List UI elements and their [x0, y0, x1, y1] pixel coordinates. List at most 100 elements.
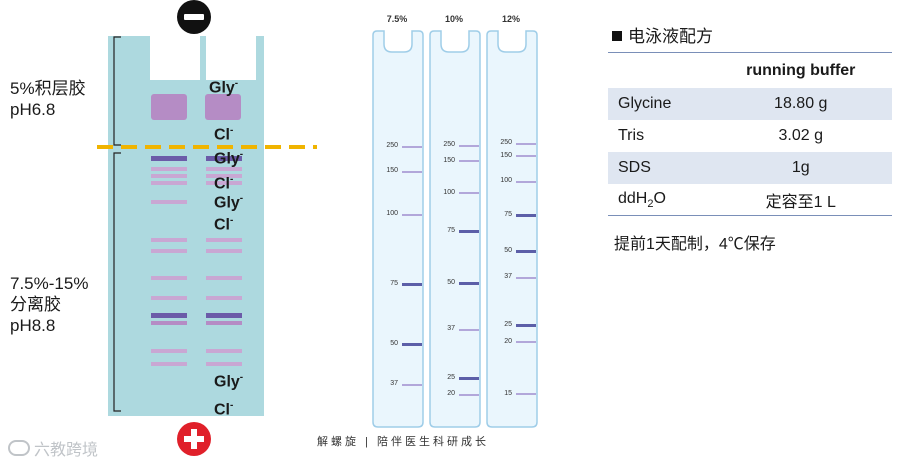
watermark: 六教跨境	[8, 436, 98, 460]
mw-label: 75	[390, 280, 398, 287]
marker-band	[516, 143, 536, 145]
gel-band	[151, 362, 187, 366]
table-row: Tris 3.02 g	[608, 120, 892, 152]
mw-label: 20	[504, 338, 512, 345]
mw-label: 100	[500, 177, 512, 184]
marker-band	[402, 214, 422, 216]
mw-label: 250	[500, 139, 512, 146]
gel-band	[206, 313, 242, 318]
chloride-ion-label: Cl-	[214, 174, 234, 193]
footer-slogan: 解螺旋 | 陪伴医生科研成长	[317, 436, 489, 448]
marker-band	[459, 282, 479, 285]
reagent-name: Tris	[618, 127, 645, 144]
marker-lane-tube	[429, 30, 481, 428]
chat-bubble-icon	[8, 440, 30, 456]
gel-band	[206, 349, 242, 353]
table-bottom-rule	[608, 215, 892, 216]
table-row: ddH2O 定容至1 L	[608, 184, 892, 216]
glycine-ion-label: Gly-	[209, 78, 239, 97]
gel-band	[151, 181, 187, 185]
gel-band	[151, 167, 187, 171]
marker-band	[402, 171, 422, 173]
marker-band	[516, 250, 536, 253]
mw-label: 37	[447, 325, 455, 332]
stacking-gel-bracket	[113, 36, 121, 146]
gel-band	[151, 296, 187, 300]
marker-band	[459, 160, 479, 162]
marker-band	[402, 283, 422, 286]
mw-label: 50	[390, 340, 398, 347]
reagent-amount: 3.02 g	[778, 127, 823, 144]
reagent-amount: 18.80 g	[709, 88, 892, 120]
mw-label: 37	[504, 273, 512, 280]
mw-label: 25	[504, 321, 512, 328]
gel-band	[151, 321, 187, 325]
stacking-sample-band	[205, 94, 241, 120]
glycine-ion-label: Gly-	[214, 193, 244, 212]
mw-label: 50	[504, 247, 512, 254]
marker-band	[402, 384, 422, 386]
marker-band	[459, 329, 479, 331]
marker-band	[459, 394, 479, 396]
mw-label: 37	[390, 380, 398, 387]
gel-band	[151, 249, 187, 253]
mw-label: 250	[443, 141, 455, 148]
storage-note: 提前1天配制，4℃保存	[614, 236, 776, 253]
mw-label: 150	[386, 167, 398, 174]
marker-lane-tube	[372, 30, 424, 428]
table-row: SDS 1g	[608, 152, 892, 184]
mw-label: 250	[386, 142, 398, 149]
table-header-row: running buffer	[608, 54, 892, 88]
gel-band	[151, 174, 187, 178]
recipe-table: running buffer Glycine 18.80 g Tris 3.02…	[608, 54, 892, 216]
gel-band	[206, 276, 242, 280]
gel-band	[151, 200, 187, 204]
mw-label: 20	[447, 390, 455, 397]
stacking-sample-band	[151, 94, 187, 120]
glycine-ion-label: Gly-	[214, 372, 244, 391]
gel-band	[151, 349, 187, 353]
column-header: running buffer	[746, 62, 856, 79]
marker-band	[402, 343, 422, 346]
gel-band	[206, 296, 242, 300]
marker-band	[402, 146, 422, 148]
mw-label: 100	[443, 189, 455, 196]
anode-plus-icon	[177, 422, 211, 456]
gel-band	[206, 167, 242, 171]
marker-band	[459, 145, 479, 147]
table-top-rule	[608, 52, 892, 53]
marker-band	[516, 181, 536, 183]
marker-lane-tube	[486, 30, 538, 428]
marker-band	[516, 341, 536, 343]
gel-band	[151, 276, 187, 280]
lane-percent-label: 7.5%	[386, 14, 408, 24]
recipe-title: 电泳液配方	[612, 22, 713, 47]
chloride-ion-label: Cl-	[214, 125, 234, 144]
gel-band	[206, 238, 242, 242]
lane-percent-label: 12%	[501, 14, 520, 24]
marker-band	[516, 277, 536, 279]
table-row: Glycine 18.80 g	[608, 88, 892, 120]
stacking-separating-boundary	[97, 145, 317, 149]
marker-band	[516, 393, 536, 395]
reagent-name: SDS	[608, 152, 710, 184]
reagent-name: ddH2O	[618, 189, 666, 211]
marker-band	[516, 214, 536, 217]
mw-label: 75	[504, 211, 512, 218]
gel-band	[206, 156, 242, 161]
chloride-ion-label: Cl-	[214, 400, 234, 419]
mw-label: 150	[443, 157, 455, 164]
mw-label: 100	[386, 210, 398, 217]
marker-band	[459, 192, 479, 194]
marker-band	[516, 155, 536, 157]
gel-band	[206, 249, 242, 253]
mw-label: 75	[447, 227, 455, 234]
mw-label: 25	[447, 374, 455, 381]
gel-band	[151, 313, 187, 318]
separating-gel-label: 7.5%-15% 分离胶 pH8.8	[10, 274, 89, 335]
reagent-amount: 1g	[709, 152, 892, 184]
marker-band	[516, 324, 536, 327]
marker-band	[459, 230, 479, 233]
gel-band	[206, 181, 242, 185]
glycine-ion-label: Gly-	[214, 149, 244, 168]
